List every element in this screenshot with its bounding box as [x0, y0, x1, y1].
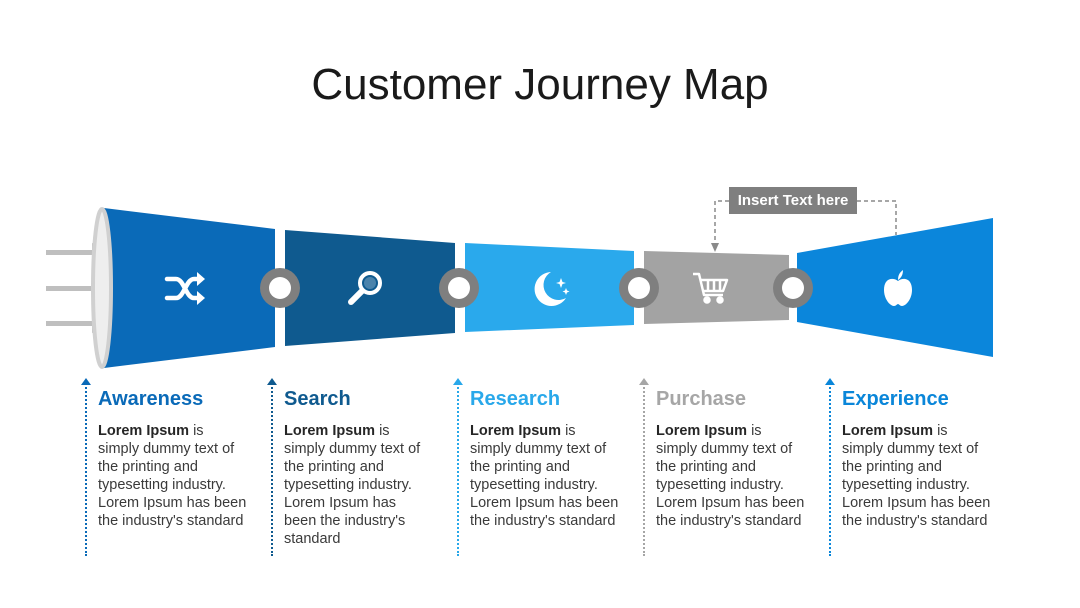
- shuffle-icon: [164, 272, 205, 305]
- callout-arrowhead: [711, 243, 719, 252]
- funnel-segment-purchase: [644, 251, 789, 324]
- stage-description: Lorem Ipsum is simply dummy text of the …: [656, 422, 806, 530]
- magnifier-icon: [348, 271, 382, 305]
- stage-description-text: is simply dummy text of the printing and…: [284, 423, 421, 547]
- funnel-mouth: [91, 207, 113, 369]
- page-title: Customer Journey Map: [311, 60, 769, 109]
- funnel-segment-search: [285, 230, 455, 346]
- stage-heading: Purchase: [656, 388, 747, 410]
- stage-heading: Experience: [842, 388, 949, 410]
- stage-description: Lorem Ipsum is simply dummy text of the …: [842, 422, 992, 530]
- stage-heading: Search: [284, 388, 351, 410]
- stage-purchase: Purchase Lorem Ipsum is simply dummy tex…: [639, 378, 813, 556]
- connector-ring-1: [260, 268, 300, 308]
- stage-description-bold: Lorem Ipsum: [98, 423, 190, 439]
- guide-arrowhead: [825, 378, 835, 385]
- stage-description-text: is simply dummy text of the printing and…: [470, 423, 619, 529]
- stage-research: Research Lorem Ipsum is simply dummy tex…: [453, 378, 627, 556]
- callout-connector: [714, 200, 897, 244]
- apple-icon: [884, 270, 912, 306]
- moon-stars-icon: [534, 272, 570, 306]
- guide-arrowhead: [81, 378, 91, 385]
- guide-arrowhead: [639, 378, 649, 385]
- connector-ring-2: [439, 268, 479, 308]
- stage-description-bold: Lorem Ipsum: [842, 423, 934, 439]
- guide-arrowhead: [267, 378, 277, 385]
- stage-heading: Awareness: [98, 388, 204, 410]
- stage-search: Search Lorem Ipsum is simply dummy text …: [267, 378, 441, 556]
- stage-description-text: is simply dummy text of the printing and…: [656, 423, 805, 529]
- stage-description-bold: Lorem Ipsum: [656, 423, 748, 439]
- dotted-guide: [829, 380, 831, 556]
- stage-description-text: is simply dummy text of the printing and…: [842, 423, 991, 529]
- stage-description-text: is simply dummy text of the printing and…: [98, 423, 247, 529]
- guide-arrowhead: [453, 378, 463, 385]
- stage-description-bold: Lorem Ipsum: [284, 423, 376, 439]
- dotted-guide: [457, 380, 459, 556]
- connector-ring-4: [773, 268, 813, 308]
- insert-text-callout[interactable]: Insert Text here: [729, 187, 857, 214]
- dotted-guide: [85, 380, 87, 556]
- dotted-guide: [643, 380, 645, 556]
- shopping-cart-icon: [693, 272, 729, 304]
- stage-description-bold: Lorem Ipsum: [470, 423, 562, 439]
- stage-description: Lorem Ipsum is simply dummy text of the …: [98, 422, 248, 530]
- stage-description: Lorem Ipsum is simply dummy text of the …: [470, 422, 620, 530]
- dotted-guide: [271, 380, 273, 556]
- funnel-segment-research: [465, 243, 634, 332]
- connector-ring-3: [619, 268, 659, 308]
- stage-experience: Experience Lorem Ipsum is simply dummy t…: [825, 378, 999, 556]
- funnel-segment-awareness: [104, 208, 275, 368]
- stage-description: Lorem Ipsum is simply dummy text of the …: [284, 422, 424, 548]
- stage-heading: Research: [470, 388, 561, 410]
- stage-awareness: Awareness Lorem Ipsum is simply dummy te…: [81, 378, 255, 556]
